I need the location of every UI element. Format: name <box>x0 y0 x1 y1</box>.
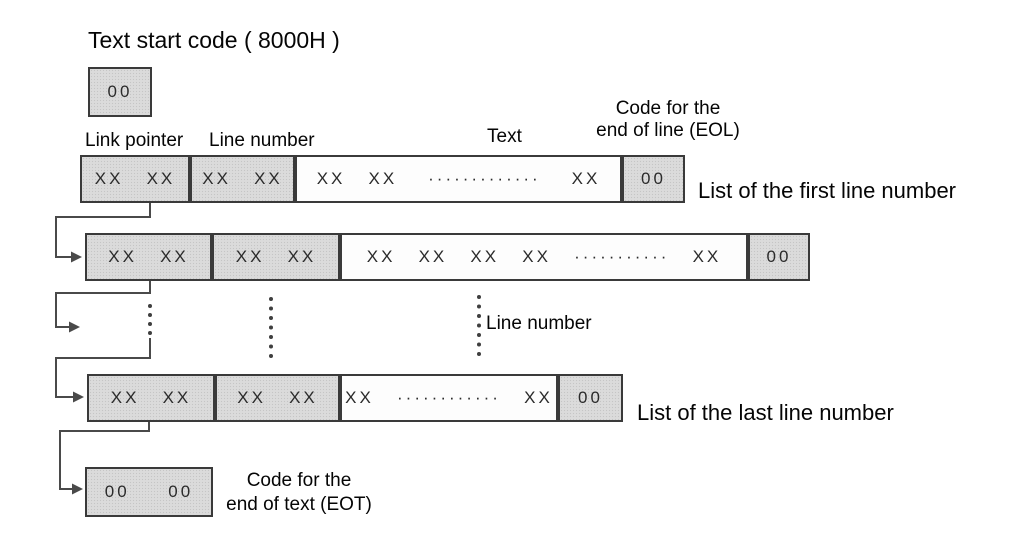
row2-link-pointer-cell: XX XX <box>85 233 212 281</box>
middle-line-number-label: Line number <box>486 313 592 334</box>
link-pointer-label: Link pointer <box>85 130 184 151</box>
arrowhead-icon <box>72 483 83 495</box>
eol-label-line2: end of line (EOL) <box>596 119 740 141</box>
row2-text-cell: XX XX XX XX ··········· XX <box>340 233 748 281</box>
row2-eol-cell: 00 <box>748 233 810 281</box>
row1-text-cell: XX XX ············· XX <box>295 155 622 203</box>
row1-link-pointer-cell: XX XX <box>80 155 190 203</box>
row3-link-pointer-cell: XX XX <box>87 374 215 422</box>
row3-eol-cell: 00 <box>558 374 623 422</box>
eot-label-line2: end of text (EOT) <box>226 494 372 515</box>
text-column-label: Text <box>487 126 522 147</box>
eol-label-line1: Code for the <box>615 98 721 119</box>
row3-text-cell: XX ············ XX <box>340 374 558 422</box>
eot-label: Code for the end of text (EOT) <box>213 469 385 517</box>
last-line-list-label: List of the last line number <box>637 400 894 425</box>
eot-label-line1: Code for the <box>246 470 352 491</box>
first-line-list-label: List of the first line number <box>698 178 957 203</box>
row2-line-number-cell: XX XX <box>212 233 340 281</box>
vertical-dots-line-number-column <box>269 297 273 358</box>
arrowhead-icon <box>71 251 82 263</box>
vertical-dots-text-column <box>477 295 481 356</box>
arrowhead-icon <box>69 321 80 333</box>
line-number-label: Line number <box>209 130 315 151</box>
diagram-title: Text start code ( 8000H ) <box>88 27 340 53</box>
vertical-dots-link-pointer-column <box>148 304 152 335</box>
arrowhead-icon <box>73 391 84 403</box>
connector-second-to-dots <box>55 281 151 333</box>
eot-code-box: 00 00 <box>85 467 213 517</box>
eol-label: Code for the end of line (EOL) <box>577 98 759 142</box>
row1-line-number-cell: XX XX <box>190 155 295 203</box>
row1-eol-cell: 00 <box>622 155 685 203</box>
text-start-code-box: 00 <box>88 67 152 117</box>
row3-line-number-cell: XX XX <box>215 374 340 422</box>
